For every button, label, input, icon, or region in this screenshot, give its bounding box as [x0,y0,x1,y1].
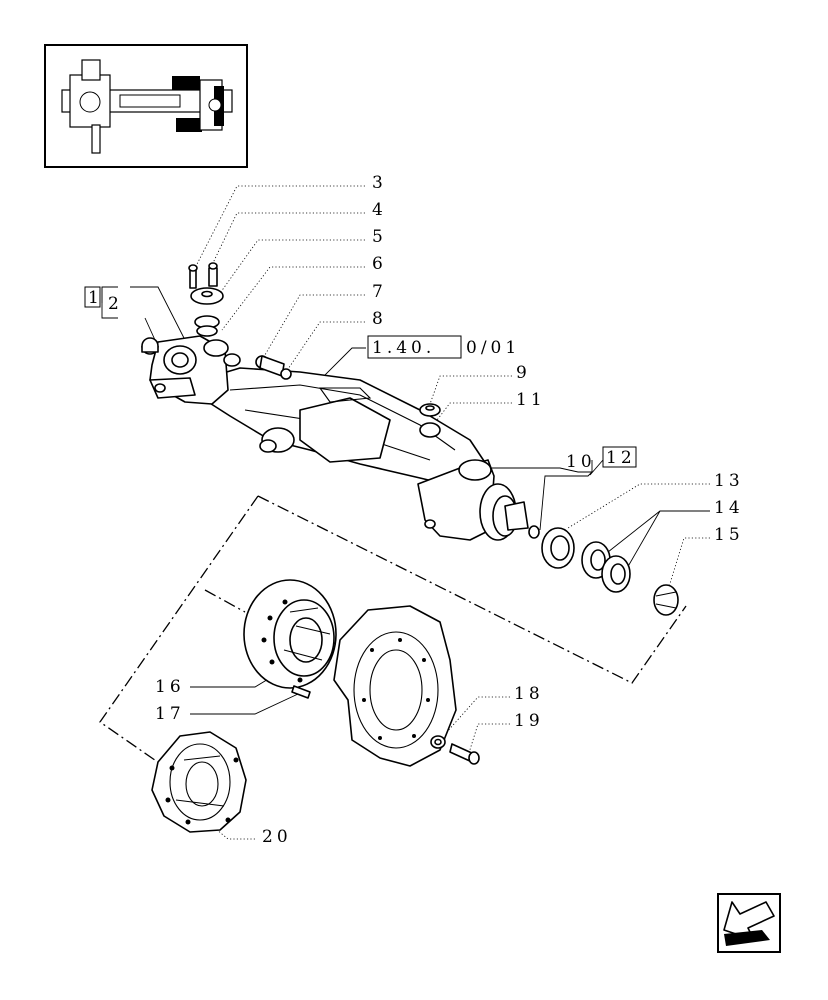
callout-15[interactable]: 15 [714,525,744,545]
thumbnail-axle-icon [61,59,233,154]
callout-17[interactable]: 17 [155,704,185,724]
callout-11[interactable]: 11 [516,390,546,410]
callout-14[interactable]: 14 [714,498,744,518]
washer-and-bolt [430,735,480,765]
callout-box-1[interactable] [84,286,101,308]
prev-page-arrow-icon[interactable] [717,893,781,953]
ref-label-boxed[interactable]: 1.40. [372,338,435,358]
overview-thumbnail[interactable] [44,44,248,168]
callout-4[interactable]: 4 [372,200,387,220]
callout-13[interactable]: 13 [714,471,744,491]
callout-16[interactable]: 16 [155,677,185,697]
callout-3[interactable]: 3 [372,173,387,193]
callout-2[interactable]: 2 [108,294,123,314]
assembly-boundary-line [99,495,687,766]
brake-flange [333,605,457,767]
callout-1[interactable]: 1 [88,288,103,308]
callout-20[interactable]: 20 [262,827,292,847]
wheel-hub-16 [243,579,337,699]
left-swivel-housing [149,335,241,405]
wheel-hub-20 [151,731,247,833]
callout-10[interactable]: 10 [566,452,596,472]
callout-7[interactable]: 7 [372,282,387,302]
leader-lines [101,185,710,840]
callout-12[interactable]: 12 [606,448,636,468]
axle-housing [199,367,491,491]
callout-5[interactable]: 5 [372,227,387,247]
ref-box[interactable] [367,335,462,359]
callout-box-12[interactable] [602,446,637,468]
callout-8[interactable]: 8 [372,309,387,329]
callout-labels: 1 2 3 4 5 6 7 8 1.40. 0/01 9 11 10 12 13… [84,173,744,847]
callout-19[interactable]: 19 [514,711,544,731]
right-swivel-housing [417,403,529,541]
left-fasteners [141,262,292,380]
callout-18[interactable]: 18 [514,684,544,704]
right-hub-bearings [528,525,679,616]
callout-9[interactable]: 9 [516,363,531,383]
callout-6[interactable]: 6 [372,254,387,274]
ref-label-suffix[interactable]: 0/01 [466,338,520,358]
